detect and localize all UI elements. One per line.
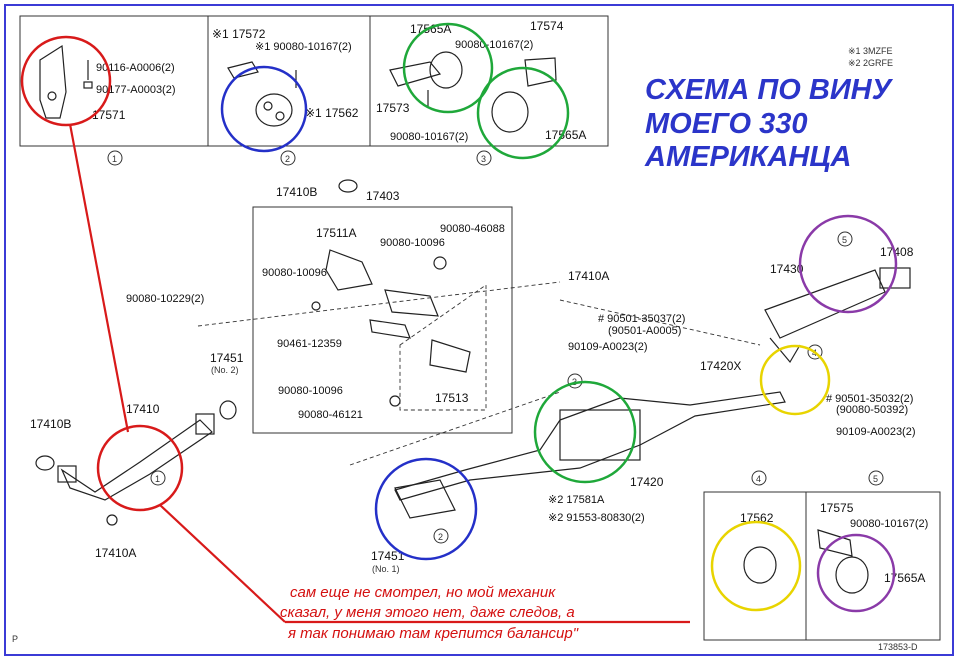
center-muffler-17420-drawing: [394, 391, 786, 519]
part-label: 17451: [371, 549, 405, 563]
heading-line: МОЕГО 330: [645, 108, 807, 140]
highlight-purple-main: [798, 214, 898, 314]
note-line: сам еще не смотрел, но мой механик: [290, 584, 556, 601]
part-label: 17430: [770, 262, 804, 276]
part-label: ※2 91553-80830(2): [548, 512, 645, 524]
part-label: 17513: [435, 391, 469, 405]
highlight-green-1: [402, 22, 494, 114]
highlight-green-2: [476, 66, 570, 160]
part-label: 90080-10096: [380, 237, 445, 249]
part-label: 90177-A0003(2): [96, 84, 176, 96]
rear-muffler-drawing: [764, 267, 911, 364]
part-label-sub: (No. 1): [372, 564, 400, 574]
highlight-yellow-main: [759, 344, 831, 416]
inset-row-border-bottom: [703, 491, 941, 641]
part-label: 90109-A0023(2): [568, 341, 648, 353]
inset-number-badge: [476, 150, 492, 166]
part-label: (90080-50392): [836, 404, 908, 416]
part-label: ※1 17572: [212, 27, 266, 41]
part-label: 17565A: [545, 128, 586, 142]
part-label: 17575: [820, 501, 854, 515]
part-label: 17565A: [884, 571, 925, 585]
part-label: (90501-A0005): [608, 325, 681, 337]
part-label: # 90501-35037(2): [598, 313, 685, 325]
part-label: ※1 90080-10167(2): [255, 41, 352, 53]
part-label: 90080-46121: [298, 409, 363, 421]
inset-number-badge: [107, 150, 123, 166]
part-label-sub: (No. 2): [211, 365, 239, 375]
highlight-circles: [20, 22, 898, 613]
front-pipe-17410-drawing: [57, 413, 215, 501]
inset-number: 5: [873, 474, 878, 484]
part-label: 90080-10167(2): [455, 39, 533, 51]
part-label: 90080-10167(2): [390, 131, 468, 143]
highlight-yellow-inset: [710, 520, 802, 612]
callout-number: 2: [438, 532, 443, 542]
part-label: 17410B: [276, 185, 317, 199]
inset-number: 3: [481, 154, 486, 164]
inset-number: 4: [756, 474, 761, 484]
pipe-assembly-drawing: [311, 249, 471, 407]
inset-number: 2: [285, 154, 290, 164]
sub-assembly-box: [252, 206, 513, 434]
highlight-red-inset: [20, 35, 112, 127]
part-label: 17410B: [30, 417, 71, 431]
callout-number: 1: [155, 474, 160, 484]
highlight-purple-inset: [816, 533, 896, 613]
part-label: 90080-10096: [262, 267, 327, 279]
footer-code: 173853-D: [878, 642, 918, 652]
part-label: 17574: [530, 19, 564, 33]
part-label: 17410A: [95, 546, 136, 560]
highlight-blue-inset: [220, 65, 308, 153]
heading-line: СХЕМА ПО ВИНУ: [645, 74, 894, 106]
part-label: 90080-10229(2): [126, 293, 204, 305]
bracket-17571-drawing: [39, 44, 93, 119]
part-label: 17571: [92, 108, 126, 122]
inset-number: 1: [112, 154, 117, 164]
part-label: 17511A: [316, 226, 356, 240]
part-label: 90116-A0006(2): [96, 62, 175, 74]
hanger-17562-drawing: [227, 61, 297, 127]
part-label: ※2 17581A: [548, 494, 605, 506]
callout-number: 5: [842, 235, 847, 245]
part-label: 90080-46088: [440, 223, 505, 235]
legend-item: ※1 3MZFE: [848, 46, 893, 56]
part-label: 90109-A0023(2): [836, 426, 916, 438]
part-label: 90080-10167(2): [850, 518, 928, 530]
inset-number-badge: [280, 150, 296, 166]
inset-row-border: [19, 15, 609, 147]
part-label: 17410: [126, 402, 160, 416]
footer-left: P: [12, 634, 18, 644]
red-connector-lines: [68, 123, 690, 624]
part-label: 17420X: [700, 359, 741, 373]
part-label: 17420: [630, 475, 664, 489]
part-label: 17403: [366, 189, 400, 203]
part-label: 17410A: [568, 269, 609, 283]
highlight-red-main: [96, 424, 184, 512]
part-label: 17408: [880, 245, 914, 259]
legend-item: ※2 2GRFE: [848, 58, 893, 68]
part-label: 90080-10096: [278, 385, 343, 397]
diagram-frame: [4, 4, 954, 656]
note-line: я так понимаю там крепится балансир": [287, 625, 579, 642]
part-label: 17451: [210, 351, 244, 365]
part-label: # 90501-35032(2): [826, 393, 913, 405]
hanger-17573-drawing: [389, 51, 557, 133]
highlight-green-main: [533, 380, 637, 484]
highlight-blue-main: [374, 457, 478, 561]
heading-line: АМЕРИКАНЦА: [644, 141, 851, 173]
part-label: 90461-12359: [277, 338, 342, 350]
part-label: ※1 17562: [305, 106, 359, 120]
note-line: сказал, у меня этого нет, даже следов, а: [280, 604, 575, 621]
part-label: 17573: [376, 101, 410, 115]
